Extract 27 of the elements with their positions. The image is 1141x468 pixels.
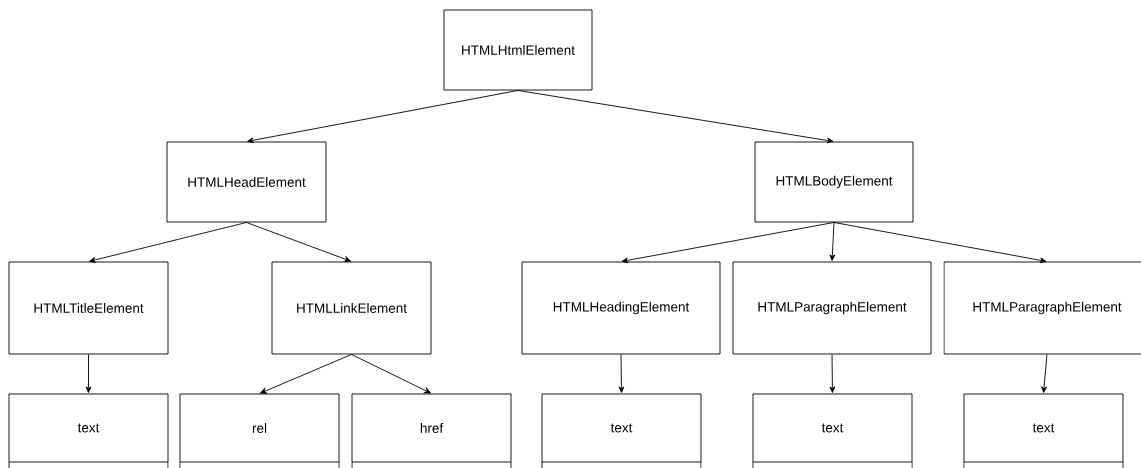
element-box: HTMLTitleElement [8, 261, 169, 355]
element-box: rel [179, 393, 340, 463]
arrow [829, 222, 836, 261]
element-box: text [541, 393, 702, 463]
arrow [1041, 354, 1048, 393]
element-box: HTMLBodyElement [754, 141, 914, 223]
arrow [260, 354, 352, 394]
element-box: href [351, 393, 512, 463]
element-box: text [752, 393, 913, 463]
element-box: HTMLParagraphElement [943, 261, 1141, 355]
arrow [351, 354, 431, 394]
element-box: text [8, 393, 169, 463]
element-box: text [963, 393, 1124, 463]
arrow [833, 222, 1047, 264]
element-box: HTMLHtmlElement [443, 9, 593, 91]
arrow [89, 222, 247, 263]
element-box: HTMLHeadElement [166, 141, 327, 223]
element-box: HTMLHeadingElement [521, 261, 721, 355]
arrow [517, 90, 834, 144]
element-box: HTMLParagraphElement [732, 261, 932, 355]
arrow [247, 90, 519, 144]
arrow [85, 354, 92, 393]
arrow [621, 222, 835, 264]
element-box: HTMLLinkElement [271, 261, 432, 355]
arrow [246, 222, 351, 262]
arrow [618, 354, 625, 393]
arrow [829, 354, 836, 393]
